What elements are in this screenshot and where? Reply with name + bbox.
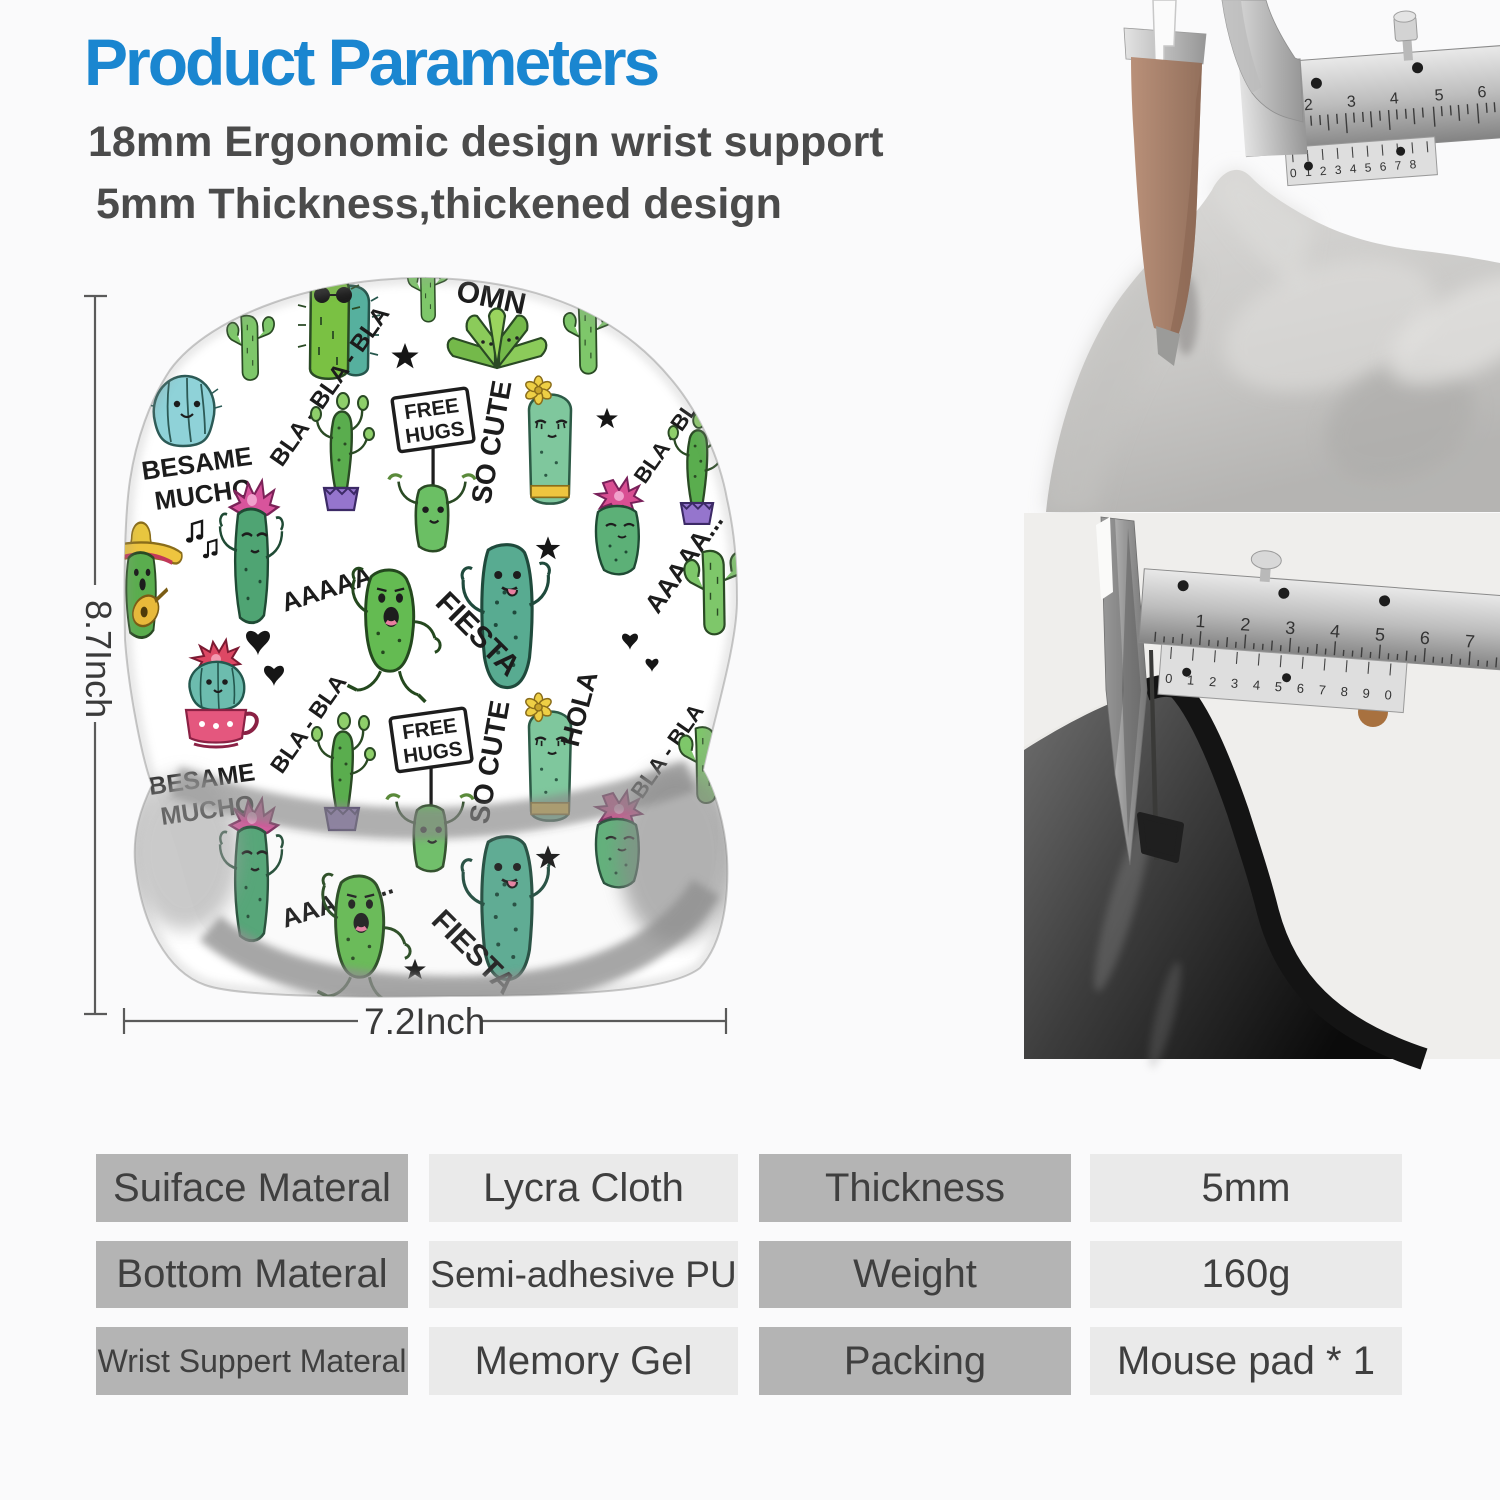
svg-text:5: 5 (1374, 624, 1385, 645)
svg-text:9: 9 (1362, 685, 1370, 701)
svg-text:4: 4 (1349, 162, 1357, 176)
svg-text:7: 7 (1318, 682, 1326, 698)
svg-text:8: 8 (1409, 157, 1417, 171)
svg-text:0: 0 (1165, 671, 1173, 687)
svg-text:5: 5 (1434, 87, 1444, 105)
svg-text:0: 0 (1289, 166, 1297, 180)
svg-text:1: 1 (1304, 165, 1312, 179)
svg-text:1: 1 (1195, 611, 1206, 632)
svg-text:6: 6 (1379, 159, 1387, 173)
svg-text:3: 3 (1346, 93, 1356, 111)
svg-text:2: 2 (1319, 164, 1327, 178)
svg-text:7: 7 (1394, 158, 1402, 172)
svg-text:2: 2 (1240, 614, 1251, 635)
svg-text:3: 3 (1334, 163, 1342, 177)
svg-text:2: 2 (1303, 97, 1313, 115)
svg-text:6: 6 (1477, 84, 1487, 102)
svg-text:3: 3 (1230, 676, 1238, 692)
svg-text:1: 1 (1187, 672, 1195, 688)
svg-text:4: 4 (1329, 621, 1340, 642)
svg-text:7: 7 (1464, 631, 1475, 652)
svg-text:2: 2 (1208, 674, 1216, 690)
svg-text:7.2Inch: 7.2Inch (364, 1001, 485, 1042)
svg-text:4: 4 (1389, 90, 1399, 108)
svg-text:3: 3 (1285, 617, 1296, 638)
svg-text:5: 5 (1274, 679, 1282, 695)
svg-text:8: 8 (1340, 684, 1348, 700)
svg-text:8.7Inch: 8.7Inch (78, 600, 119, 718)
svg-text:4: 4 (1252, 677, 1260, 693)
svg-text:6: 6 (1419, 628, 1430, 649)
svg-text:6: 6 (1296, 681, 1304, 697)
svg-text:5: 5 (1364, 160, 1372, 174)
svg-text:0: 0 (1384, 687, 1392, 703)
